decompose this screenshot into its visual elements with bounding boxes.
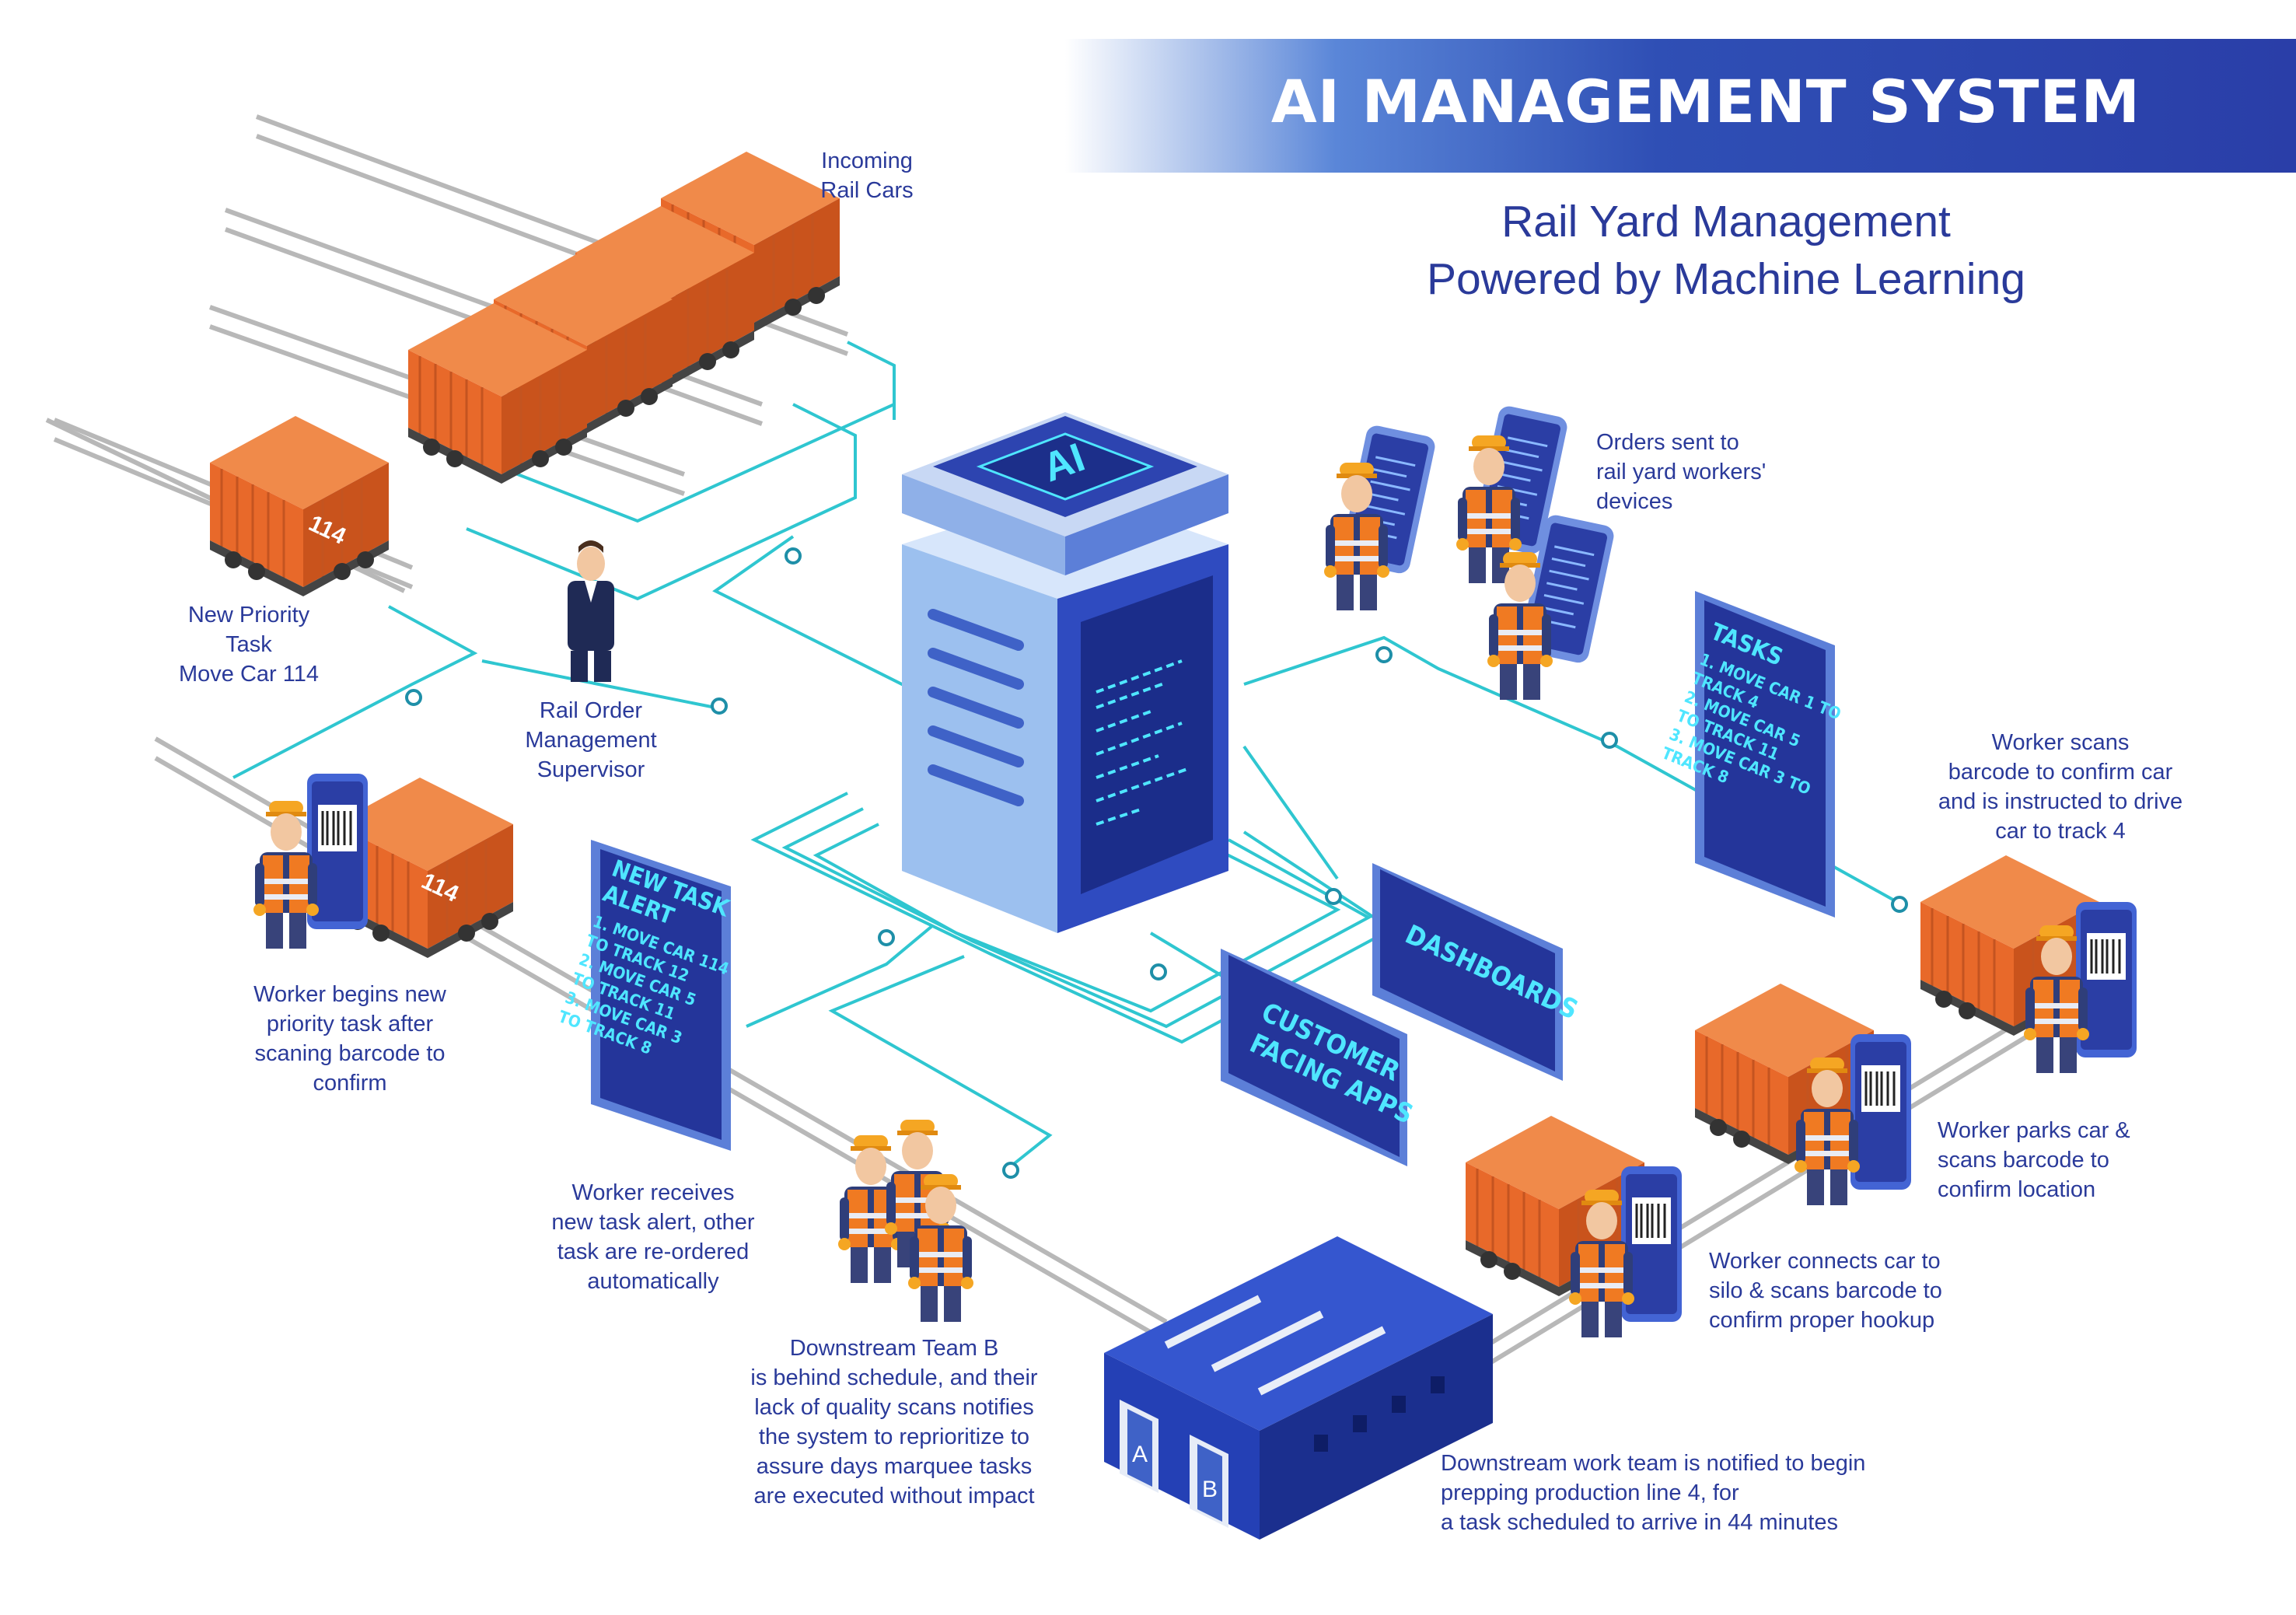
worker-scans-car <box>1919 854 2138 1073</box>
supervisor-label: Rail Order Management Supervisor <box>525 698 657 782</box>
worker-scans-label: Worker scans barcode to confirm car and … <box>1938 730 2183 844</box>
new-priority-task-label: New Priority Task Move Car 114 <box>179 603 319 687</box>
workers-with-devices <box>1324 403 1617 700</box>
worker-begins-label: Worker begins new priority task after sc… <box>253 982 446 1096</box>
ai-server: AI <box>902 412 1228 933</box>
subtitle-line-2: Powered by Machine Learning <box>1427 254 2025 304</box>
orders-sent-label: Orders sent to rail yard workers' device… <box>1596 430 1767 514</box>
connector-nodes <box>405 547 1908 1179</box>
worker-connects-car <box>1464 1114 1683 1337</box>
subtitle: Rail Yard Management Powered by Machine … <box>1368 193 2084 308</box>
new-task-alert-tablet: NEW TASK ALERT 1. MOVE CAR 114 TO TRACK … <box>556 840 733 1151</box>
subtitle-line-1: Rail Yard Management <box>1501 197 1951 246</box>
downstream-team-b-label: Downstream Team B is behind schedule, an… <box>750 1336 1038 1508</box>
worker-parks-car <box>1693 982 1913 1205</box>
door-b-label: B <box>1202 1477 1218 1502</box>
worker-scanning-car-114: 114 <box>253 772 515 960</box>
tasks-tablet: TASKS 1. MOVE CAR 1 TO TRACK 4 2. MOVE C… <box>1659 591 1843 918</box>
door-a-label: A <box>1132 1442 1148 1467</box>
incoming-rail-cars <box>407 150 841 485</box>
downstream-work-team-label: Downstream work team is notified to begi… <box>1441 1451 1866 1535</box>
worker-connects-label: Worker connects car to silo & scans barc… <box>1709 1249 1942 1333</box>
dashboards-panel: DASHBOARDS <box>1372 863 1582 1081</box>
network-connectors <box>232 341 1898 1168</box>
supervisor-figure <box>568 540 614 682</box>
priority-rail-car-114: 114 <box>208 414 390 598</box>
worker-receives-label: Worker receives new task alert, other ta… <box>551 1180 755 1294</box>
title-banner: AI MANAGEMENT SYSTEM <box>1065 39 2296 173</box>
warehouse: A B <box>1104 1236 1493 1540</box>
page-title: AI MANAGEMENT SYSTEM <box>1270 67 2140 136</box>
incoming-rail-cars-label: Incoming Rail Cars <box>820 149 914 203</box>
worker-parks-label: Worker parks car & scans barcode to conf… <box>1938 1118 2130 1202</box>
